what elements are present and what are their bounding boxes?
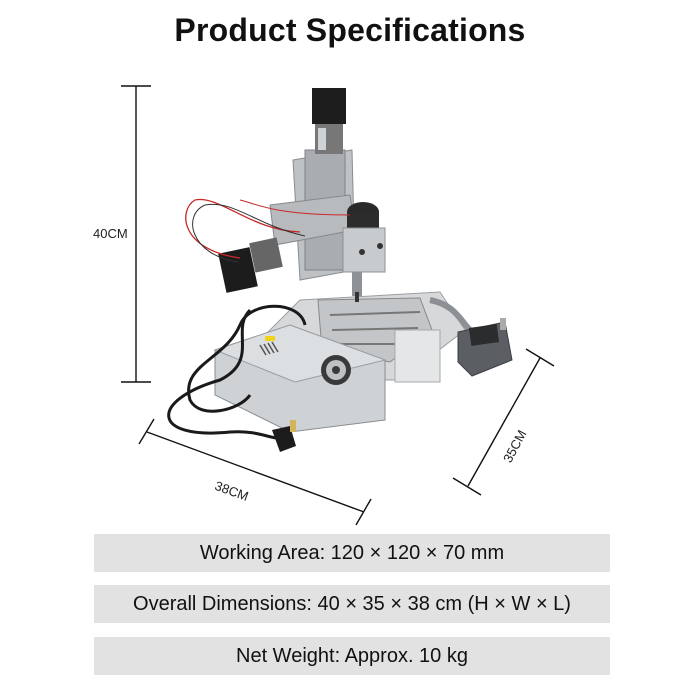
spec-working-area: Working Area: 120 × 120 × 70 mm: [94, 534, 610, 572]
spec-net-weight: Net Weight: Approx. 10 kg: [94, 637, 610, 675]
cnc-machine-image: [167, 88, 513, 452]
length-dimension-line: [138, 418, 372, 526]
height-dimension-label: 40CM: [93, 226, 128, 241]
height-dimension-line: [121, 85, 151, 383]
width-dimension-line: [452, 348, 555, 496]
page-title: Product Specifications: [174, 12, 526, 48]
spec-overall-dimensions: Overall Dimensions: 40 × 35 × 38 cm (H ×…: [94, 585, 610, 623]
